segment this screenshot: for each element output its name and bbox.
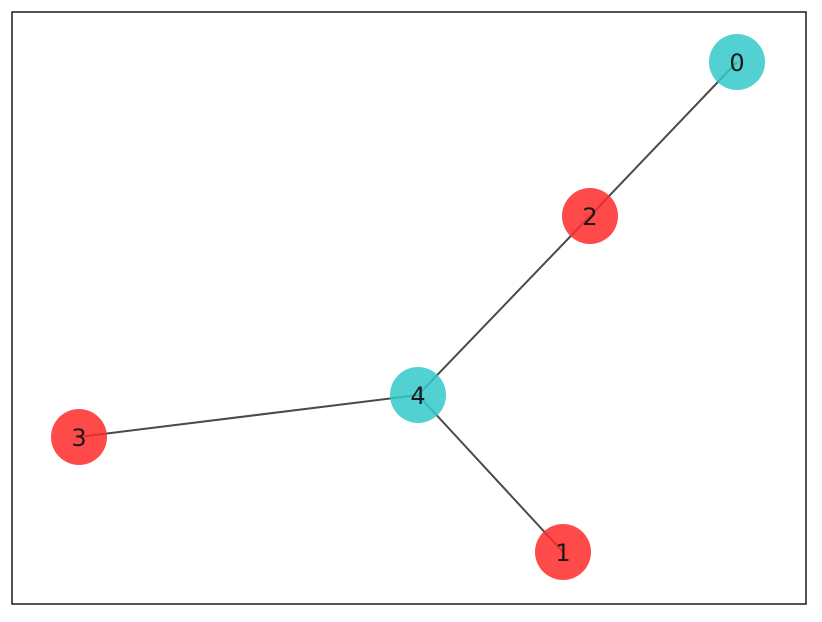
edge-0-2	[589, 61, 738, 217]
node-circle-2	[562, 188, 618, 244]
edge-layer	[78, 61, 738, 553]
node-4: 4	[390, 367, 446, 423]
node-3: 3	[51, 409, 107, 465]
node-0: 0	[709, 34, 765, 90]
node-circle-3	[51, 409, 107, 465]
edge-4-3	[78, 394, 419, 438]
plot-frame	[11, 11, 807, 605]
node-label-4: 4	[410, 382, 425, 410]
edge-4-1	[417, 394, 564, 553]
node-1: 1	[535, 524, 591, 580]
node-2: 2	[562, 188, 618, 244]
node-circle-4	[390, 367, 446, 423]
node-label-3: 3	[71, 424, 86, 452]
node-layer: 0 1 2 3 4	[51, 34, 765, 580]
node-label-2: 2	[582, 203, 597, 231]
node-label-0: 0	[729, 49, 744, 77]
node-circle-1	[535, 524, 591, 580]
edge-2-4	[417, 215, 591, 396]
node-circle-0	[709, 34, 765, 90]
node-label-1: 1	[555, 539, 570, 567]
